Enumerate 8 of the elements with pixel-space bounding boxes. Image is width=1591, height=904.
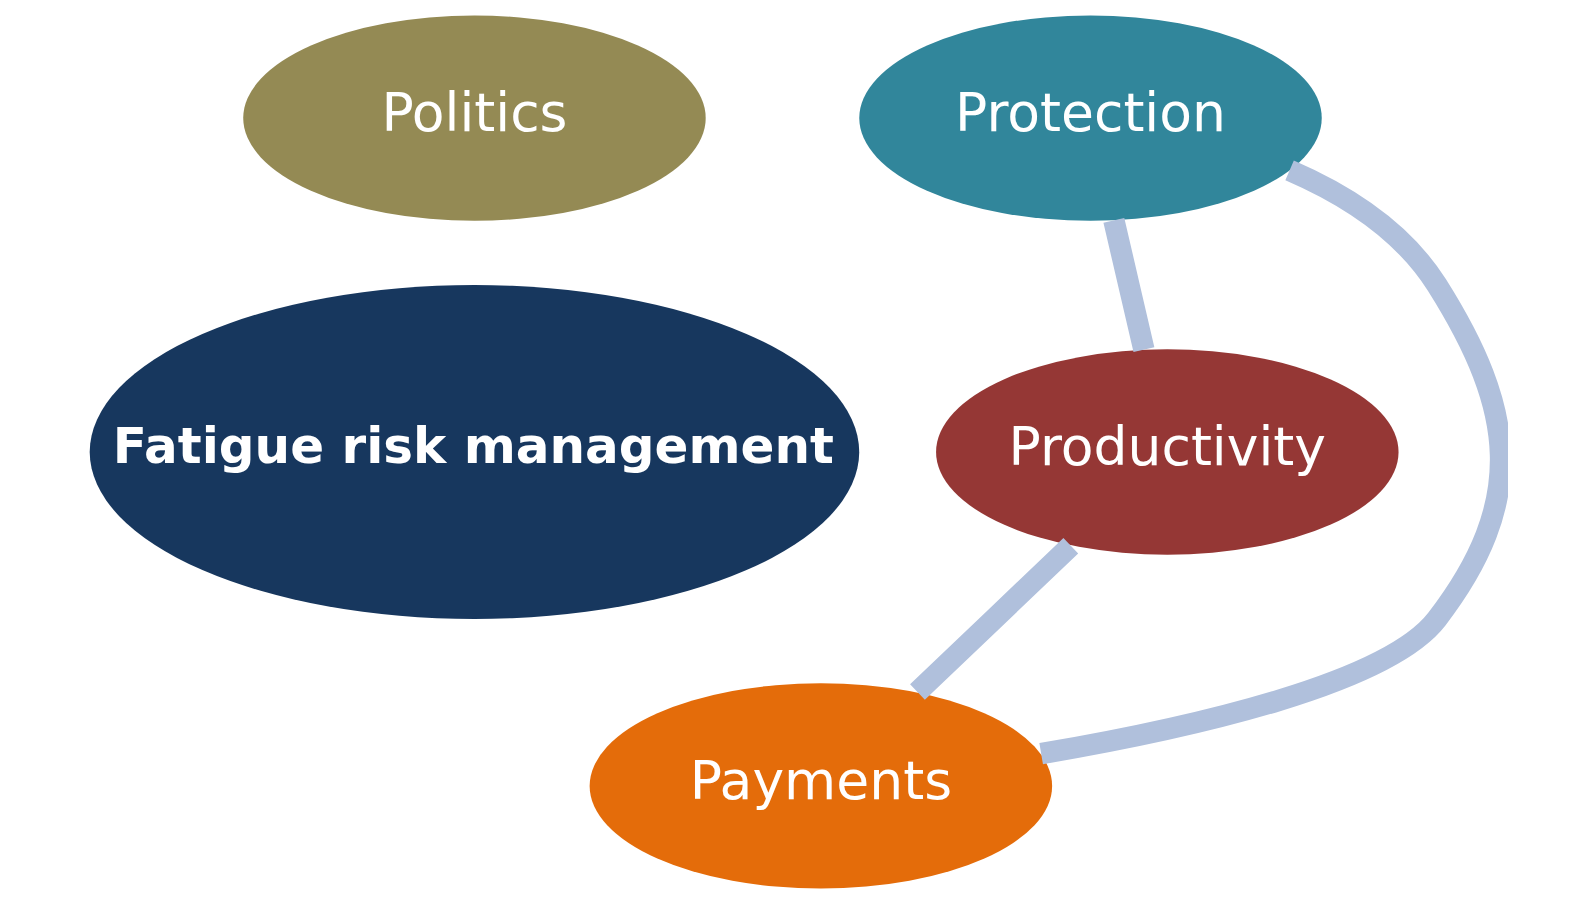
node-ellipse: Fatigue risk management [89, 285, 860, 619]
node-ellipse: Payments [589, 683, 1053, 889]
connector [1103, 217, 1155, 353]
node-ellipse: Politics [243, 15, 706, 221]
connector [1039, 160, 1508, 765]
node-ellipse: Productivity [936, 349, 1399, 555]
connector [910, 538, 1079, 700]
node-ellipse: Protection [859, 15, 1322, 221]
